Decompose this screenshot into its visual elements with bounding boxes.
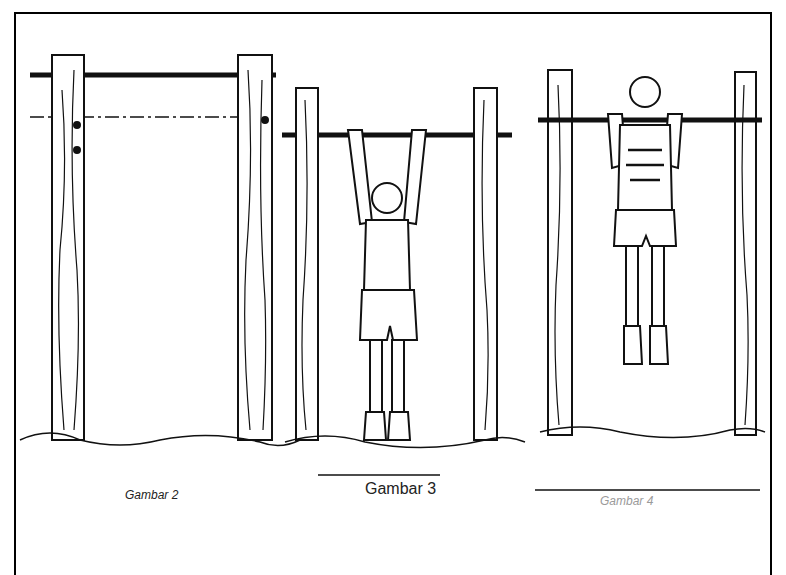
panel-three — [535, 70, 765, 490]
bolt — [262, 117, 268, 123]
panel-one — [20, 55, 300, 446]
wooden-post — [735, 72, 756, 435]
underline — [318, 474, 440, 476]
wooden-post — [474, 88, 497, 440]
head — [372, 183, 402, 213]
shorts — [614, 210, 676, 246]
left-arm — [348, 130, 372, 224]
legs — [626, 246, 664, 326]
grass — [540, 427, 765, 438]
legs — [370, 340, 404, 412]
shorts — [360, 290, 417, 340]
wood-grain — [302, 100, 488, 430]
bolt — [74, 122, 80, 128]
figure-label: Gambar 2 — [125, 488, 178, 502]
head — [630, 77, 660, 107]
bolt — [74, 147, 80, 153]
shoes — [624, 326, 668, 364]
grass — [20, 433, 300, 446]
figure-label: Gambar 4 — [600, 494, 653, 508]
wood-grain — [555, 85, 748, 425]
rib-lines — [626, 150, 664, 180]
right-arm — [404, 130, 426, 224]
wooden-post — [52, 55, 84, 440]
pull-up-bar — [538, 118, 762, 123]
panel-two — [282, 88, 525, 475]
shoes — [364, 412, 410, 440]
wood-grain — [59, 70, 266, 430]
grass — [285, 436, 525, 448]
wooden-post — [238, 55, 272, 440]
figure-label: Gambar 3 — [365, 480, 436, 498]
shirt — [618, 125, 672, 210]
underline — [535, 489, 760, 491]
shirt — [364, 220, 410, 290]
